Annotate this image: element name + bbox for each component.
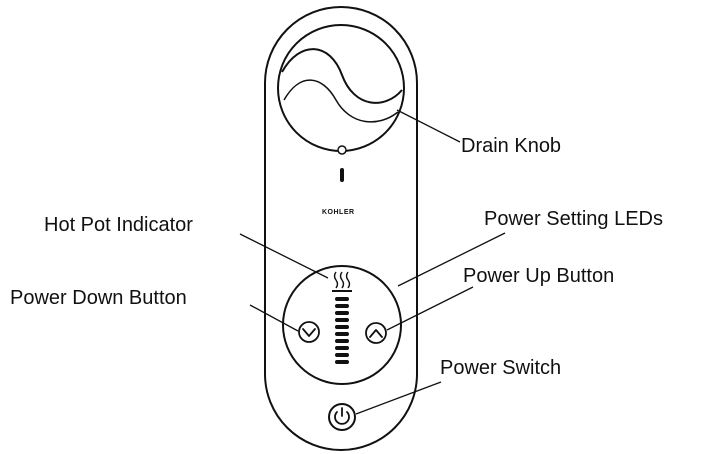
chevron-up-icon	[369, 329, 383, 338]
label-power-up-button: Power Up Button	[463, 265, 615, 287]
power-switch[interactable]	[328, 403, 356, 431]
led	[335, 360, 349, 364]
led	[335, 318, 349, 322]
drain-knob	[277, 24, 405, 152]
leader-power-switch	[355, 381, 442, 415]
power-up-button[interactable]	[365, 322, 387, 344]
led	[335, 304, 349, 308]
led	[335, 339, 349, 343]
label-drain-knob: Drain Knob	[461, 135, 562, 157]
leader-lines	[239, 109, 506, 415]
brand-logo: KOHLER	[322, 209, 355, 216]
led	[335, 297, 349, 301]
power-setting-leds	[335, 297, 349, 364]
led	[335, 332, 349, 336]
label-power-down-button: Power Down Button	[10, 287, 187, 309]
leader-power-up	[386, 286, 474, 331]
power-down-button[interactable]	[298, 321, 320, 343]
label-power-setting-leds: Power Setting LEDs	[484, 208, 663, 230]
led	[335, 311, 349, 315]
leader-power-down	[249, 304, 299, 332]
led	[335, 346, 349, 350]
label-power-switch: Power Switch	[440, 357, 562, 379]
led	[335, 353, 349, 357]
indicator-dot	[337, 145, 347, 155]
leader-drain-knob	[396, 109, 461, 143]
chevron-down-icon	[302, 328, 316, 337]
led	[335, 325, 349, 329]
label-hot-pot-indicator: Hot Pot Indicator	[44, 214, 193, 236]
power-icon	[334, 407, 350, 425]
status-slot	[340, 168, 344, 182]
leader-hot-pot	[239, 233, 329, 279]
leader-power-leds	[397, 232, 506, 287]
steam-icon	[332, 271, 352, 292]
